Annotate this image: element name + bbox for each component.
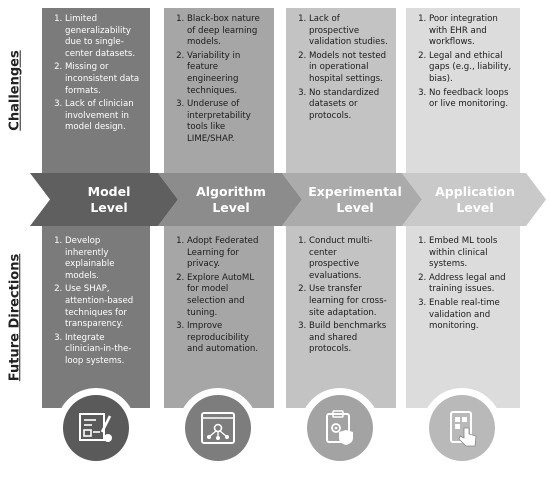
list-item: Variability in feature engineering techn… [187, 51, 266, 97]
col-model-challenges: Limited generalizability due to single-c… [42, 8, 150, 173]
challenges-label: Challenges [7, 50, 23, 131]
blueprint-drawing-icon [79, 413, 112, 442]
list-item: Integrate clinician-in-the-loop systems. [65, 333, 142, 368]
arrow-model [30, 173, 178, 226]
icon-bg [307, 395, 373, 461]
clipboard-gear-shield-icon [326, 410, 353, 445]
list-item: Limited generalizability due to single-c… [65, 14, 142, 60]
icon-bg [185, 395, 251, 461]
list-item: Explore AutoML for model selection and t… [187, 273, 266, 319]
algorithm-network-icon [201, 412, 235, 444]
list-item: Improve reproducibility and automation. [187, 321, 266, 356]
arrow-application [402, 173, 546, 226]
list-item: Black-box nature of deep learning models… [187, 14, 266, 49]
icon-bg [63, 395, 129, 461]
list-item: Conduct multi-center prospective evaluat… [309, 236, 388, 282]
icon-circle-algorithm [178, 388, 258, 468]
col-experimental-challenges: Lack of prospective validation studies. … [286, 8, 396, 173]
list-item: Use transfer learning for cross-site ada… [309, 284, 388, 319]
col-experimental-future: Conduct multi-center prospective evaluat… [286, 226, 396, 408]
chevron-arrows [30, 173, 546, 226]
col-application-challenges: Poor integration with EHR and workflows.… [406, 8, 520, 173]
tablet-touch-icon [450, 411, 477, 447]
list-item: Adopt Federated Learning for privacy. [187, 236, 266, 271]
icon-circle-experimental [300, 388, 380, 468]
col-application-future: Embed ML tools within clinical systems. … [406, 226, 520, 408]
col-algorithm-challenges: Black-box nature of deep learning models… [164, 8, 274, 173]
arrow-experimental [282, 173, 422, 226]
icon-circle-model [56, 388, 136, 468]
list-item: Build benchmarks and shared protocols. [309, 321, 388, 356]
list-item: Address legal and training issues. [429, 273, 512, 296]
list-item: Lack of prospective validation studies. [309, 14, 388, 49]
col-model-future: Develop inherently explainable models. U… [42, 226, 150, 408]
list-item: Enable real-time validation and monitori… [429, 298, 512, 333]
list-item: Missing or inconsistent data formats. [65, 62, 142, 97]
list-item: Poor integration with EHR and workflows. [429, 14, 512, 49]
icon-circle-application [422, 388, 502, 468]
arrow-algorithm [158, 173, 302, 226]
list-item: Use SHAP, attention-based techniques for… [65, 284, 142, 330]
future-directions-label: Future Directions [7, 253, 23, 381]
list-item: No feedback loops or live monitoring. [429, 88, 512, 111]
list-item: Legal and ethical gaps (e.g., liability,… [429, 51, 512, 86]
list-item: Models not tested in operational hospita… [309, 51, 388, 86]
list-item: Lack of clinician involvement in model d… [65, 99, 142, 134]
col-algorithm-future: Adopt Federated Learning for privacy. Ex… [164, 226, 274, 408]
list-item: No standardized datasets or protocols. [309, 88, 388, 123]
list-item: Underuse of interpretability tools like … [187, 99, 266, 145]
icon-bg [429, 395, 495, 461]
list-item: Embed ML tools within clinical systems. [429, 236, 512, 271]
list-item: Develop inherently explainable models. [65, 236, 142, 282]
